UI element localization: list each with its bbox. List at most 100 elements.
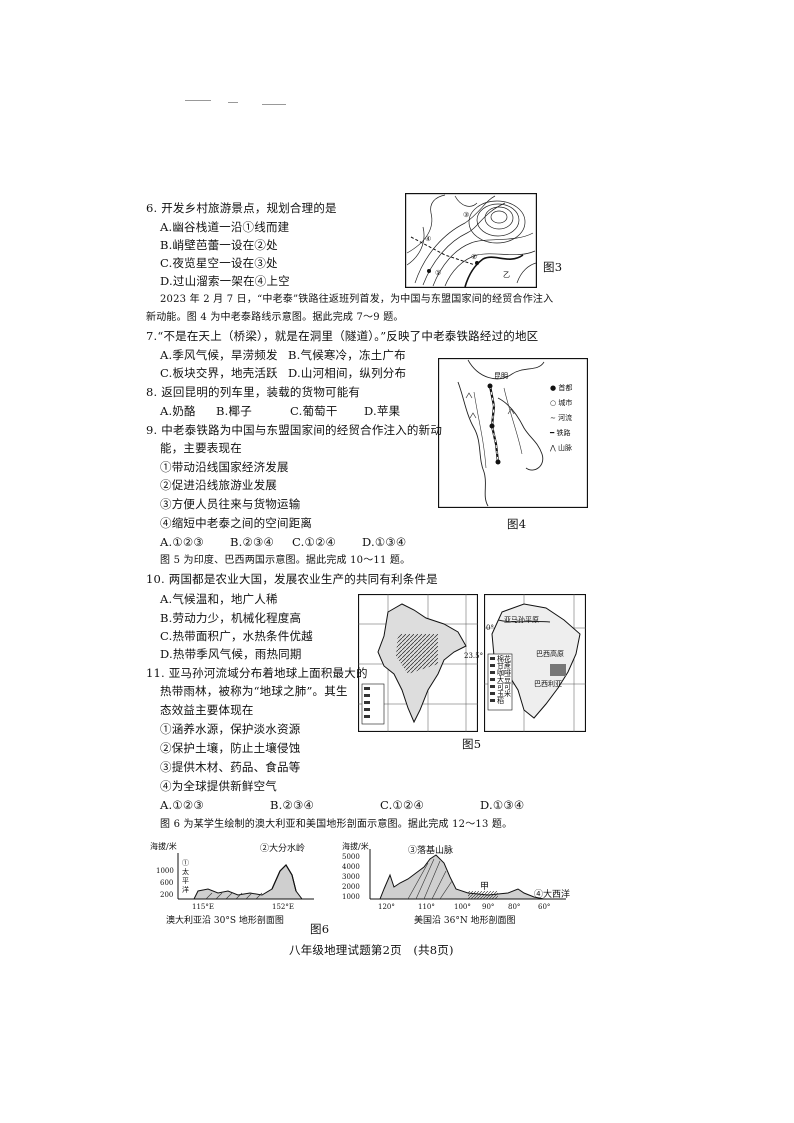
usa-rocky-label: ③落基山脉 — [408, 846, 454, 856]
usa-jia-label: 甲 — [480, 882, 490, 892]
usa-xtick-90: 90° — [482, 903, 495, 911]
figure-4-railway-map: 昆明 ● 首都 ○ 城市 ∼ 河流 ━ 铁路 ⋀ 山脉 — [437, 357, 589, 509]
q6-option-c: C.夜览星空一设在③处 — [160, 256, 278, 270]
q6-option-a: A.幽谷栈道一沿①线而建 — [160, 220, 290, 234]
fig5-lat-23-5: 23.5° — [464, 652, 484, 660]
q7-option-b: B.气候寒冷，冻土广布 — [288, 348, 406, 362]
q9-stem-line2: 能，主要表现在 — [160, 441, 242, 455]
q11-option-d: D.①③④ — [480, 798, 525, 812]
fig4-label-kunming: 昆明 — [494, 372, 508, 380]
q10-stem: 10. 两国都是农业大国，发展农业生产的共同有利条件是 — [146, 572, 438, 586]
q9-item-1: ①带动沿线国家经济发展 — [160, 460, 289, 474]
legend-city-label: 城市 — [558, 399, 573, 407]
legend-capital: ● 首都 — [550, 384, 573, 392]
q6-option-d: D.过山溜索一架在④上空 — [160, 274, 290, 288]
fig4-legend: ● 首都 ○ 城市 ∼ 河流 ━ 铁路 ⋀ 山脉 — [550, 384, 588, 452]
usa-ytick-2000: 2000 — [342, 883, 360, 891]
q8-option-d: D.苹果 — [364, 404, 401, 418]
intro-7-9-line2: 新动能。图 4 为中老泰路线示意图。据此完成 7～9 题。 — [146, 312, 404, 323]
figure-6-caption: 图6 — [310, 922, 330, 936]
aus-pacific-label: ①太平洋 — [182, 859, 189, 894]
legend-mountain-label: 山脉 — [557, 444, 572, 452]
q10-option-a: A.气候温和，地广人稀 — [160, 592, 278, 606]
usa-xtick-80: 80° — [508, 903, 521, 911]
q11-item-1: ①涵养水源，保护淡水资源 — [160, 722, 301, 736]
fig5-brazil-amazon: 亚马孙平原 — [504, 616, 539, 624]
aus-ylabel: 海拔/米 — [150, 842, 177, 851]
usa-xtick-120: 120° — [378, 903, 395, 911]
q10-option-b: B.劳动力少，机械化程度高 — [160, 611, 302, 625]
figure-5-brazil-map: 亚马孙平原 巴西高原 巴西利亚 0° 棉花 甘蔗 咖啡 大豆 可可 玉米 稻 — [483, 593, 587, 733]
fig3-label-4: ④ — [425, 235, 432, 243]
legend-railway-label: 铁路 — [556, 429, 571, 437]
intro-10-11: 图 5 为印度、巴西两国示意图。据此完成 10～11 题。 — [160, 555, 411, 566]
q9-option-b: B.②③④ — [230, 535, 275, 549]
fig3-label-1: ① — [435, 269, 442, 277]
aus-divide-label: ②大分水岭 — [260, 844, 306, 854]
fig3-label-2: ② — [471, 253, 478, 261]
aus-profile-title: 澳大利亚沿 30°S 地形剖面图 — [166, 916, 284, 926]
aus-xtick-115: 115°E — [192, 903, 214, 911]
usa-ytick-3000: 3000 — [342, 873, 360, 881]
q11-item-4: ④为全球提供新鲜空气 — [160, 779, 277, 793]
legend-river: ∼ 河流 — [550, 414, 573, 422]
q11-stem-line2: 热带雨林，被称为“地球之肺”。其生 — [160, 684, 348, 698]
q9-option-c: C.①②④ — [292, 535, 336, 549]
q9-option-a: A.①②③ — [160, 535, 204, 549]
figure-6-usa-profile: 海拔/米 5000 4000 3000 2000 1000 ③落基山脉 甲 ④大… — [342, 843, 582, 933]
q9-item-4: ④缩短中老泰之间的空间距离 — [160, 516, 313, 530]
legend-city: ○ 城市 — [550, 399, 573, 407]
aus-xtick-152: 152°E — [272, 903, 294, 911]
q11-item-3: ③提供木材、药品、食品等 — [160, 760, 301, 774]
figure-6-australia-profile: 海拔/米 1000 600 200 ①太平洋 ②大分水岭 115°E 152°E… — [150, 843, 320, 933]
q8-stem: 8. 返回昆明的列车里，装载的货物可能有 — [146, 385, 361, 399]
legend-corn: 玉米 — [497, 690, 511, 698]
q9-option-d: D.①③④ — [362, 535, 407, 549]
figure-5-caption: 图5 — [462, 737, 482, 751]
page-footer: 八年级地理试题第2页 (共8页) — [289, 943, 454, 957]
legend-sugarcane: 甘蔗 — [497, 662, 511, 670]
scan-mark — [262, 104, 286, 105]
usa-ytick-1000: 1000 — [342, 893, 360, 901]
fig5-brazil-capital: 巴西利亚 — [534, 680, 562, 688]
scan-mark — [228, 102, 238, 103]
usa-xtick-60: 60° — [538, 903, 551, 911]
figure-5-india-map: 23.5° — [357, 593, 483, 733]
q6-stem: 6. 开发乡村旅游景点，规划合理的是 — [146, 201, 337, 215]
aus-ytick-600: 600 — [160, 879, 174, 887]
q7-stem: 7.“不是在天上（桥梁），就是在洞里（隧道）。”反映了中老泰铁路经过的地区 — [146, 329, 539, 343]
legend-railway: ━ 铁路 — [550, 429, 571, 437]
legend-rice: 稻 — [497, 697, 504, 705]
intro-12-13: 图 6 为某学生绘制的澳大利亚和美国地形剖面示意图。据此完成 12～13 题。 — [160, 819, 513, 830]
fig3-label-3: ③ — [463, 211, 470, 219]
q7-option-d: D.山河相间，纵列分布 — [288, 366, 407, 380]
q11-stem-line3: 态效益主要体现在 — [160, 703, 254, 717]
q11-item-2: ②保护土壤，防止土壤侵蚀 — [160, 741, 301, 755]
q8-option-b: B.椰子 — [216, 404, 252, 418]
legend-mountain: ⋀ 山脉 — [550, 444, 572, 452]
figure-3-contour-map: ③ ④ ② ① 乙 — [404, 192, 538, 289]
q9-item-3: ③方便人员往来与货物运输 — [160, 497, 301, 511]
q11-option-c: C.①②④ — [380, 798, 424, 812]
fig5-brazil-plateau: 巴西高原 — [536, 650, 564, 658]
figure-3-caption: 图3 — [543, 260, 563, 274]
usa-ytick-4000: 4000 — [342, 863, 360, 871]
q11-option-b: B.②③④ — [270, 798, 315, 812]
legend-river-label: 河流 — [558, 414, 573, 422]
legend-cocoa: 可可 — [497, 683, 511, 691]
q11-option-a: A.①②③ — [160, 798, 204, 812]
q11-stem-line1: 11. 亚马孙河流域分布着地球上面积最大的 — [146, 666, 368, 680]
q10-option-c: C.热带面积广，水热条件优越 — [160, 629, 313, 643]
usa-xtick-110: 110° — [418, 903, 435, 911]
legend-soybean: 大豆 — [497, 676, 511, 684]
q6-option-b: B.峭壁芭蕾一设在②处 — [160, 238, 278, 252]
legend-capital-label: 首都 — [558, 384, 573, 392]
q9-item-2: ②促进沿线旅游业发展 — [160, 478, 277, 492]
q7-option-a: A.季风气候，旱涝频发 — [160, 348, 278, 362]
legend-coffee: 咖啡 — [497, 669, 511, 677]
fig5-lat-0: 0° — [486, 624, 494, 632]
legend-cotton: 棉花 — [497, 655, 511, 663]
fig5-legend: 棉花 甘蔗 咖啡 大豆 可可 玉米 稻 — [497, 655, 511, 711]
intro-7-9-line1: 2023 年 2 月 7 日，“中老泰”铁路往返班列首发，为中国与东盟国家间的经… — [160, 294, 554, 305]
usa-xtick-100: 100° — [454, 903, 471, 911]
